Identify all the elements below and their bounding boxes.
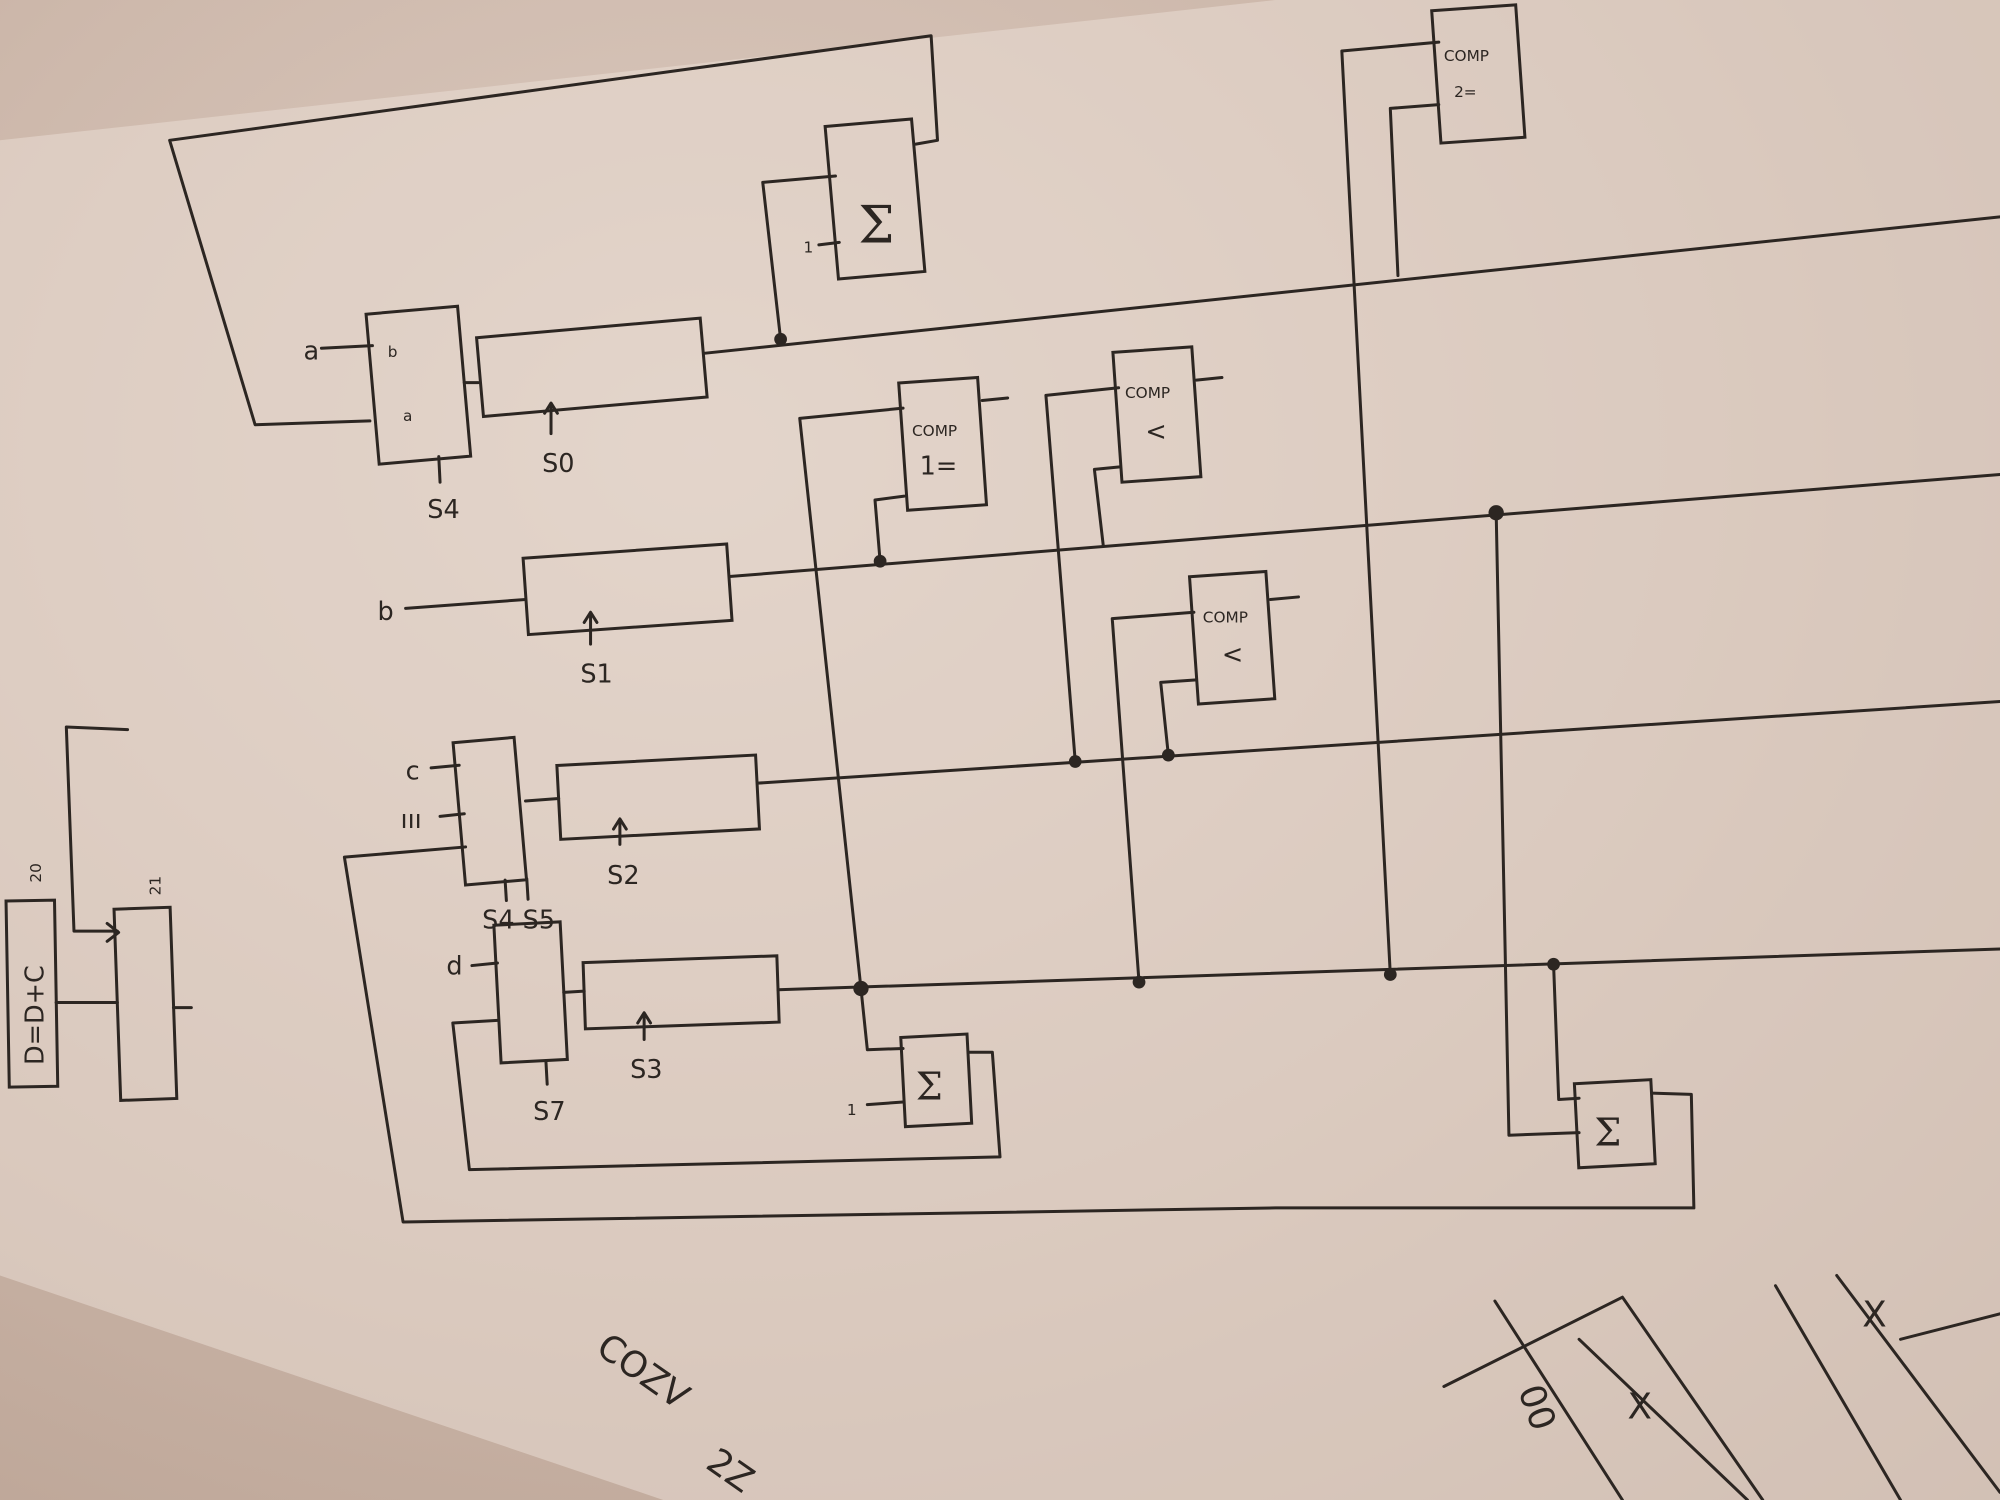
comp1-lower-wire (875, 496, 904, 561)
side-block-eq-label: D=D+C (20, 965, 50, 1065)
s7-label: S7 (533, 1097, 565, 1127)
right-sigma-short-wire (1554, 964, 1580, 1099)
bottom-sigma-symbol: Σ (916, 1064, 943, 1109)
s0-arrow (545, 403, 558, 434)
comp3-title: COMP (1203, 608, 1248, 626)
s0-label: S0 (542, 449, 574, 479)
comp2-title: COMP (1125, 384, 1170, 402)
comp2-upper-wire (1046, 388, 1119, 762)
table-x1: X (1628, 1386, 1652, 1427)
table-grid (1444, 1276, 2000, 1500)
side-block-arrow (107, 923, 118, 941)
mux-d-box (494, 922, 567, 1063)
comp4-box (1432, 5, 1525, 143)
comp4-title: COMP (1444, 47, 1489, 65)
comp3-lower-wire (1161, 680, 1197, 755)
bottom-sigma-const-wire (867, 1102, 903, 1105)
comp1-upper-wire (800, 408, 903, 988)
s3-arrow (638, 1013, 651, 1040)
register-1-box (523, 544, 732, 635)
top-sigma-symbol: Σ (858, 196, 894, 255)
register-0-box (477, 318, 708, 416)
comp3-upper-wire (1112, 612, 1194, 982)
comp3-op: < (1222, 640, 1243, 670)
side-block-20: 20 (27, 863, 45, 882)
bottom-sigma-const: 1 (847, 1101, 857, 1119)
s2-arrow (614, 819, 627, 845)
comp1-out-wire (982, 398, 1008, 401)
s1-label: S1 (580, 659, 612, 689)
mux-top-in-b-label: b (388, 343, 398, 361)
comp4-upper-wire (1342, 42, 1439, 974)
table-x2: X (1862, 1295, 1886, 1336)
comp1-box (899, 377, 987, 510)
s7-tick (546, 1061, 547, 1084)
right-sigma-long-wire (1496, 513, 1579, 1135)
s4-tick (439, 457, 440, 483)
comp2-op: < (1145, 417, 1166, 447)
input-c-label: c (406, 756, 420, 786)
comp2-out-wire (1196, 378, 1222, 381)
input-a-label: a (304, 337, 320, 367)
comp2-lower-wire (1094, 467, 1120, 546)
top-sigma-wire (763, 176, 836, 339)
input-a-wire (321, 346, 372, 349)
comp4-lower-wire (1390, 105, 1438, 276)
s4-label: S4 (427, 495, 459, 525)
comp1-title: COMP (912, 422, 957, 440)
top-sigma-const: 1 (804, 239, 814, 257)
s4s5-ticks (505, 879, 528, 901)
comp3-box (1190, 571, 1275, 704)
side-block-eq-box (6, 900, 58, 1087)
side-block-top-wire (66, 727, 127, 931)
mux-c-box (453, 737, 526, 885)
bottom-sigma-feedback-wire (453, 1020, 1000, 1169)
s2-label: S2 (607, 861, 639, 891)
input-b-wire (406, 599, 526, 608)
comp3-out-wire (1270, 597, 1298, 600)
bottom-sigma-box (901, 1034, 972, 1127)
reg0-output-line (704, 217, 2000, 353)
comp2-box (1113, 347, 1201, 482)
top-feedback-wire (170, 36, 938, 425)
side-block-main (114, 907, 177, 1100)
side-block-21: 21 (147, 876, 165, 895)
s1-arrow (584, 612, 597, 644)
top-sigma-const-wire (819, 242, 839, 245)
input-c2-label: ııı (401, 805, 422, 835)
muxc-to-reg2-wire (526, 798, 559, 801)
right-sigma-box (1574, 1080, 1655, 1168)
mux-top-in-a-label: a (403, 407, 412, 425)
comp4-op: 2= (1454, 83, 1477, 101)
input-d-label: d (446, 951, 462, 981)
bottom-sigma-in-wire (861, 989, 903, 1050)
register-2-box (557, 755, 760, 839)
top-sigma-box (825, 119, 925, 279)
s3-label: S3 (630, 1055, 662, 1085)
reg1-output-line (730, 474, 2000, 576)
input-d-wire (472, 963, 498, 966)
input-b-label: b (378, 597, 394, 627)
comp1-op: 1= (920, 451, 958, 481)
outer-feedback-wire (344, 847, 1693, 1222)
muxd-to-reg3-wire (564, 991, 584, 992)
right-sigma-symbol: Σ (1594, 1110, 1621, 1155)
